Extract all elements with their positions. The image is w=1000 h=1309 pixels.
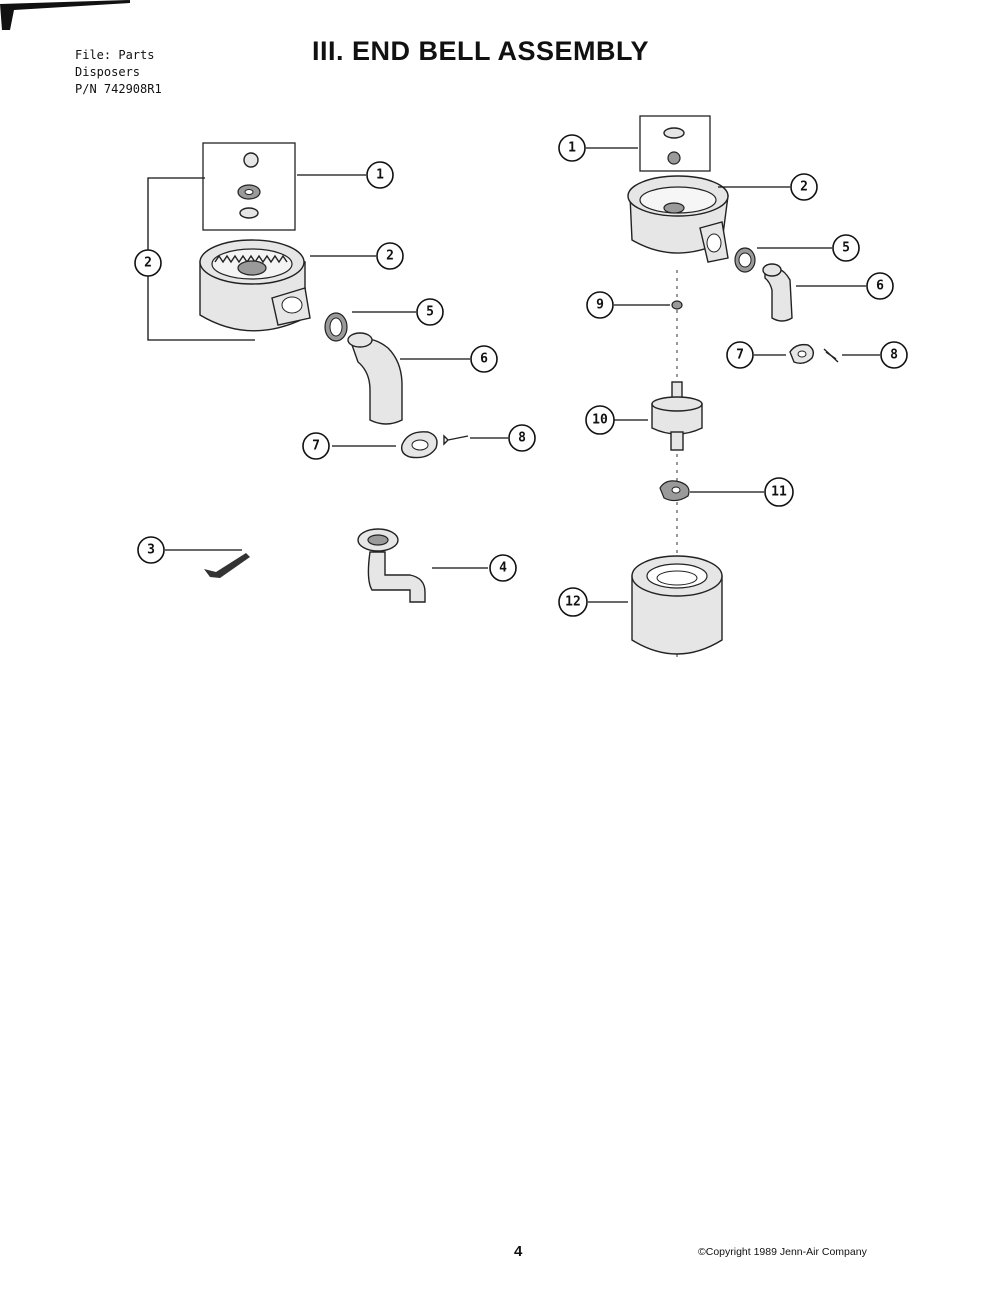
shaft-nut (671, 300, 683, 310)
callout-left-2: 2 (376, 242, 404, 270)
file-info-block: File: Parts Disposers P/N 742908R1 (75, 47, 162, 98)
svg-text:2: 2 (800, 180, 808, 195)
strainer-assembly (357, 528, 426, 603)
callout-left-5: 5 (416, 298, 444, 326)
left-tube-flange (400, 431, 438, 459)
callout-left-3: 3 (137, 536, 165, 564)
right-kit-parts (663, 127, 685, 165)
callout-right-11: 11 (764, 477, 794, 507)
callout-left-1: 1 (366, 161, 394, 189)
left-kit-box (202, 142, 296, 231)
wrench-tool (204, 553, 250, 578)
page-number: 4 (514, 1243, 523, 1260)
right-tube-flange (789, 343, 815, 365)
svg-text:8: 8 (890, 348, 898, 363)
category-label: Disposers (75, 65, 141, 79)
svg-text:7: 7 (312, 439, 320, 454)
right-discharge-tube (762, 263, 793, 322)
svg-text:3: 3 (147, 543, 155, 558)
svg-text:1: 1 (568, 141, 576, 156)
callout-left-7: 7 (302, 432, 330, 460)
left-kit-parts (237, 152, 261, 219)
svg-text:6: 6 (480, 352, 488, 367)
callout-left-6: 6 (470, 345, 498, 373)
callout-right-7: 7 (726, 341, 754, 369)
svg-text:4: 4 (499, 561, 507, 576)
file-label: File: Parts (75, 48, 155, 62)
svg-text:12: 12 (565, 595, 581, 610)
callout-right-1: 1 (558, 134, 586, 162)
scan-corner-mark (0, 0, 130, 30)
left-discharge-tube (347, 332, 403, 425)
page-title: III. END BELL ASSEMBLY (312, 36, 650, 66)
shaft-clip (659, 480, 690, 502)
svg-text:9: 9 (596, 298, 604, 313)
callout-right-2: 2 (790, 173, 818, 201)
svg-text:6: 6 (876, 279, 884, 294)
copyright-notice: ©Copyright 1989 Jenn-Air Company (698, 1246, 867, 1258)
left-flange-screw (443, 434, 469, 446)
callout-left-8: 8 (508, 424, 536, 452)
callout-right-8: 8 (880, 341, 908, 369)
right-flange-screw (823, 348, 839, 363)
part-number-label: P/N 742908R1 (75, 82, 162, 96)
svg-text:8: 8 (518, 431, 526, 446)
svg-text:2: 2 (386, 249, 394, 264)
callout-right-10: 10 (585, 405, 615, 435)
callout-right-12: 12 (558, 587, 588, 617)
svg-text:7: 7 (736, 348, 744, 363)
svg-text:2: 2 (144, 256, 152, 271)
callout-right-6: 6 (866, 272, 894, 300)
right-end-bell-housing (627, 175, 729, 263)
svg-text:5: 5 (426, 305, 434, 320)
svg-text:1: 1 (376, 168, 384, 183)
svg-text:11: 11 (771, 485, 787, 500)
callout-left-4: 4 (489, 554, 517, 582)
svg-text:5: 5 (842, 241, 850, 256)
callout-left-2-bracket: 2 (134, 249, 162, 277)
right-kit-box (639, 115, 711, 172)
motor-stator (631, 555, 723, 655)
motor-shaft-assembly (651, 381, 703, 451)
callout-right-5: 5 (832, 234, 860, 262)
left-end-bell-housing (199, 239, 311, 332)
callout-right-9: 9 (586, 291, 614, 319)
svg-text:10: 10 (592, 413, 608, 428)
